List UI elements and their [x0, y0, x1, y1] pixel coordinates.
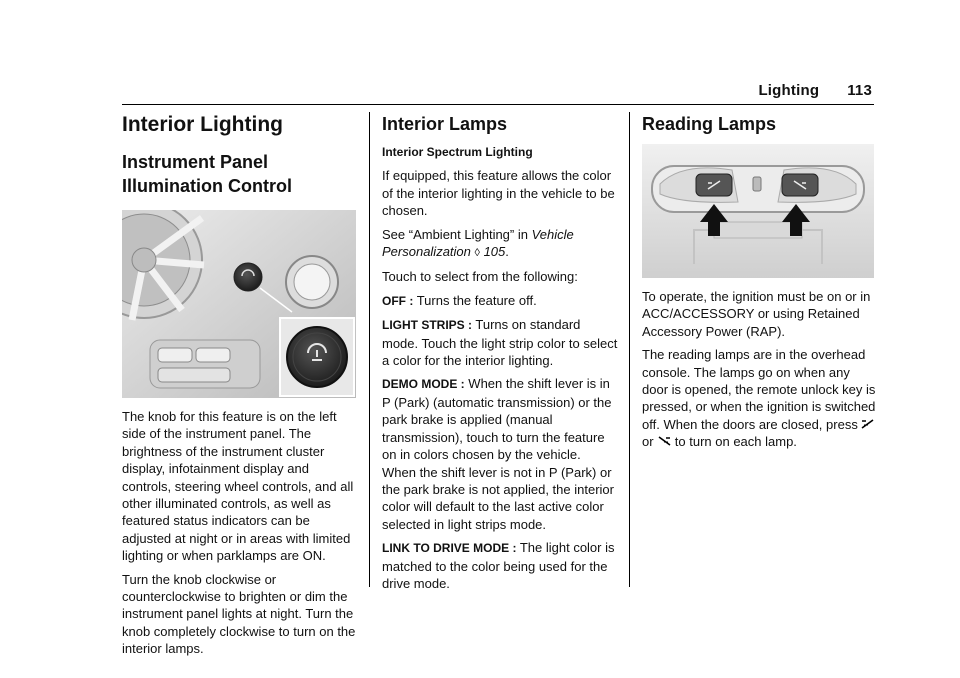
cross-reference: See “Ambient Lighting” in Vehicle Person…: [382, 226, 618, 263]
paragraph: The reading lamps are in the overhead co…: [642, 346, 878, 450]
column-interior-lighting: Interior Lighting Instrument Panel Illum…: [122, 112, 358, 664]
section-heading: Instrument Panel Illumination Control: [122, 152, 292, 196]
definition: LINK TO DRIVE MODE : The light color is …: [382, 539, 618, 592]
definition-term: OFF :: [382, 293, 414, 308]
page-title: Interior Lighting: [122, 113, 283, 136]
reading-lamps-figure: [642, 144, 874, 278]
paragraph-text: to turn on each lamp.: [671, 434, 797, 450]
paragraph-text: or: [642, 434, 658, 450]
paragraph: To operate, the ignition must be on or i…: [642, 289, 871, 339]
page-ref-icon: ◊: [474, 247, 480, 260]
section-heading: Interior Lamps: [382, 114, 508, 134]
definition-text: When the shift lever is in P (Park) (aut…: [382, 376, 614, 532]
definition-text: Turns the feature off.: [416, 292, 537, 308]
page-number: 113: [847, 82, 872, 99]
header-rule: [122, 104, 874, 105]
xref-suffix: .: [505, 244, 509, 260]
right-reading-lamp-icon: [658, 436, 671, 446]
definition: OFF : Turns the feature off.: [382, 292, 618, 310]
definition-text: Turns on standard mode. Touch the light …: [382, 317, 618, 369]
running-header: Lighting 113: [758, 82, 872, 99]
xref-prefix: See “Ambient Lighting” in: [382, 226, 532, 242]
definition: DEMO MODE : When the shift lever is in P…: [382, 375, 618, 533]
column-reading-lamps: Reading Lamps To operate, the ignition m…: [642, 112, 878, 457]
dimmer-knob-figure: [122, 210, 356, 398]
section-heading: Reading Lamps: [642, 114, 777, 134]
definition-term: LINK TO DRIVE MODE :: [382, 541, 517, 556]
column-divider: [369, 112, 370, 587]
xref-link[interactable]: Vehicle Personalization: [382, 226, 574, 260]
paragraph: Turn the knob clockwise or counterclockw…: [122, 571, 356, 657]
column-divider: [629, 112, 630, 587]
xref-page[interactable]: 105: [483, 244, 506, 260]
subheading: Interior Spectrum Lighting: [382, 145, 533, 159]
definition-term: LIGHT STRIPS :: [382, 318, 472, 333]
paragraph-text: The reading lamps are in the overhead co…: [642, 347, 876, 432]
left-reading-lamp-icon: [861, 419, 874, 429]
paragraph: Touch to select from the following:: [382, 269, 578, 285]
section-name: Lighting: [758, 82, 820, 99]
paragraph: The knob for this feature is on the left…: [122, 409, 354, 564]
column-interior-lamps: Interior Lamps Interior Spectrum Lightin…: [382, 112, 618, 598]
definition: LIGHT STRIPS : Turns on standard mode. T…: [382, 316, 618, 369]
paragraph: If equipped, this feature allows the col…: [382, 168, 615, 219]
definition-term: DEMO MODE :: [382, 377, 465, 392]
definition-text: The light color is matched to the color …: [382, 540, 615, 591]
